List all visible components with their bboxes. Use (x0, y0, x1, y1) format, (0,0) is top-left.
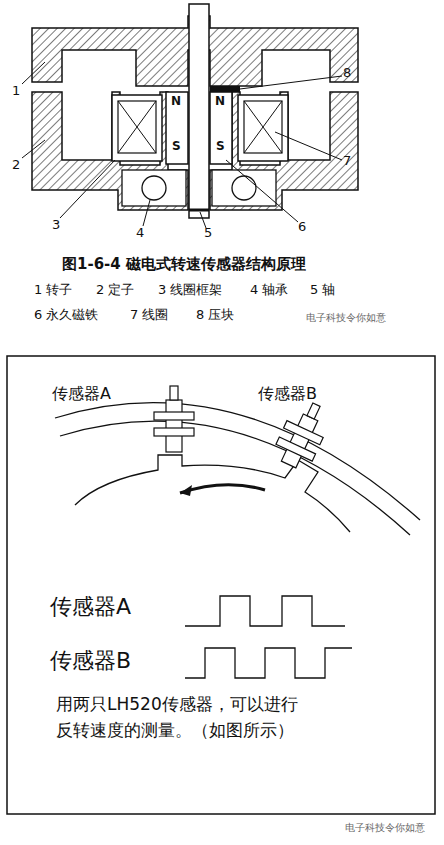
sensor-label: 传感器B (258, 385, 317, 403)
callout-number: 4 (136, 226, 144, 241)
callout-number: 3 (52, 218, 60, 233)
callout-number: 2 (12, 158, 20, 173)
magnet (210, 92, 232, 164)
callout-number: 6 (298, 220, 306, 235)
leader-lines (22, 62, 342, 228)
callout-number: 1 (12, 84, 20, 99)
pole-label: N (215, 95, 225, 109)
stator (210, 92, 358, 210)
callout-number: 5 (204, 226, 212, 241)
coil (118, 101, 156, 153)
part-name: 3 线圈框架 (158, 283, 222, 298)
shaft (189, 4, 209, 218)
panel-border (7, 356, 435, 814)
magnet (166, 92, 188, 164)
part-name: 6 永久磁铁 (34, 308, 98, 323)
waveform-label: 传感器B (50, 648, 131, 673)
pole-label: S (216, 140, 225, 154)
pressure-block (210, 86, 240, 92)
bearing (122, 170, 186, 206)
watermark: 电子科技令你如意 (306, 312, 386, 324)
part-name: 8 压块 (196, 308, 234, 323)
stator (32, 92, 188, 210)
callout-number: 8 (343, 66, 351, 81)
waveform-label: 传感器A (50, 594, 131, 619)
callout-number: 7 (343, 154, 351, 169)
part-name: 1 转子 (34, 283, 72, 298)
coil-frame (238, 95, 288, 161)
part-name: 4 轴承 (250, 283, 288, 298)
waveform-b (185, 648, 352, 678)
coil (244, 101, 282, 153)
waveform-a (185, 596, 345, 626)
sensor-b (270, 396, 334, 473)
part-name: 7 线圈 (130, 308, 168, 323)
coil-frame (112, 95, 162, 161)
sensor-label: 传感器A (52, 385, 111, 403)
note: 用两只LH520传感器，可以进行 反转速度的测量。（如图所示） (56, 692, 356, 743)
sensor-a (154, 386, 194, 452)
pole-label: S (172, 140, 181, 154)
bracket-plate (55, 403, 420, 520)
part-name: 2 定子 (96, 283, 134, 298)
figure-caption: 图1-6-4 磁电式转速传感器结构原理 (62, 256, 306, 273)
part-name: 5 轴 (310, 283, 335, 298)
pole-label: N (171, 95, 181, 109)
rotation-arrow (180, 485, 265, 493)
watermark: 电子科技令你如意 (345, 822, 425, 834)
gear (75, 455, 350, 532)
